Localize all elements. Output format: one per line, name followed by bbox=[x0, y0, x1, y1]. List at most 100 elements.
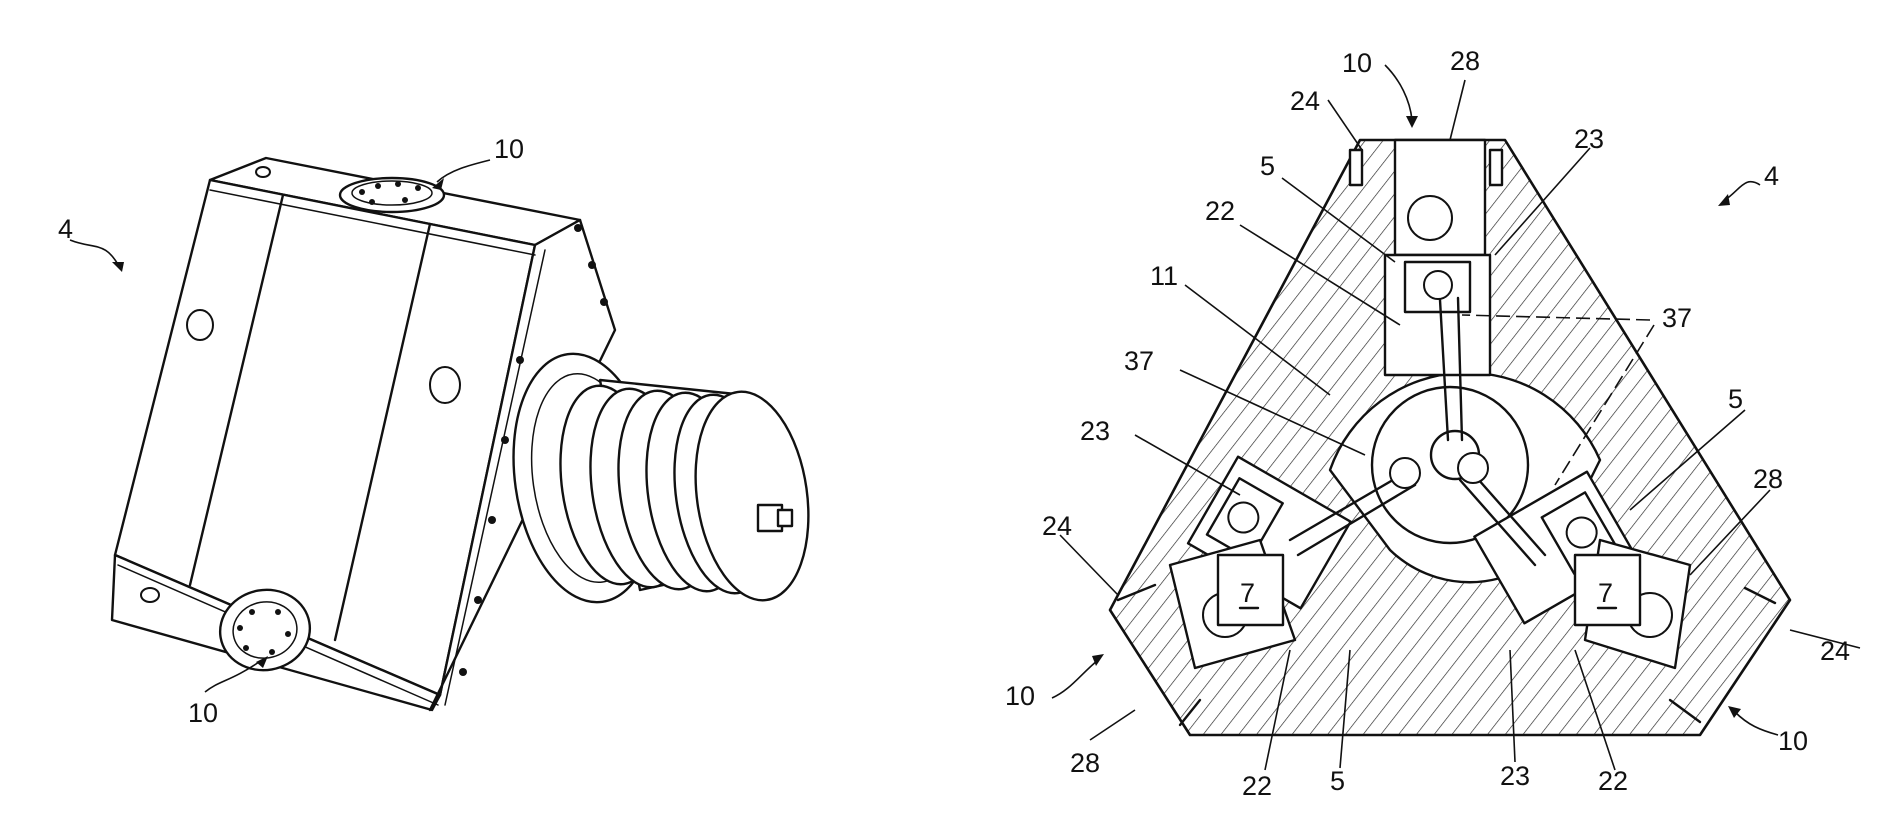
label-24-left: 24 bbox=[1042, 511, 1072, 541]
label-24-top: 24 bbox=[1290, 86, 1320, 116]
leader-24-top bbox=[1327, 99, 1363, 151]
label-28-right: 28 bbox=[1753, 464, 1783, 494]
label-28-top: 28 bbox=[1450, 46, 1480, 76]
panel-seam bbox=[333, 222, 432, 642]
bolt bbox=[600, 298, 608, 306]
bottom-right-screw bbox=[1668, 698, 1702, 724]
top-screw-left bbox=[1348, 148, 1364, 187]
left-connecting-rod bbox=[1288, 468, 1412, 542]
leader-37-right bbox=[1461, 314, 1651, 321]
label-23-top: 23 bbox=[1574, 124, 1604, 154]
label-10-bottom: 10 bbox=[188, 698, 218, 728]
label-4-right: 4 bbox=[1764, 161, 1779, 191]
label-22-bottom-right: 22 bbox=[1598, 766, 1628, 796]
label-5-top: 5 bbox=[1260, 151, 1275, 181]
label-28-left: 28 bbox=[1070, 748, 1100, 778]
label-7-left: 7 bbox=[1240, 578, 1255, 608]
leader-22-top bbox=[1239, 224, 1401, 326]
label-23-bottom: 23 bbox=[1500, 761, 1530, 791]
leader-28-left bbox=[1089, 709, 1136, 741]
motor-cylinder bbox=[512, 352, 810, 604]
cross-section-view: 7 7 4 bbox=[1005, 46, 1861, 801]
leader-10-left bbox=[1051, 659, 1099, 699]
label-23-left: 23 bbox=[1080, 416, 1110, 446]
leader-22-bottom-right bbox=[1574, 649, 1616, 771]
body-hole bbox=[429, 366, 461, 404]
leader-28-top bbox=[1449, 79, 1466, 141]
bolt bbox=[516, 356, 524, 364]
bolt bbox=[488, 516, 496, 524]
right-connecting-rod bbox=[1458, 478, 1537, 567]
bolt bbox=[459, 668, 467, 676]
leader-23-top bbox=[1494, 147, 1591, 256]
label-10-top: 10 bbox=[494, 134, 524, 164]
edge-line bbox=[209, 189, 536, 256]
edge-line bbox=[444, 249, 546, 706]
leader-5-top bbox=[1281, 177, 1396, 263]
leader-10-top bbox=[1384, 64, 1413, 121]
motor-end-cap bbox=[694, 390, 810, 602]
label-5-bottom: 5 bbox=[1330, 766, 1345, 796]
arrowhead bbox=[112, 262, 124, 272]
top-piston-pin bbox=[1423, 270, 1453, 300]
leader-37-right bbox=[1554, 324, 1655, 486]
leader-5-right bbox=[1629, 409, 1746, 511]
left-connecting-rod bbox=[1296, 483, 1417, 557]
arrowhead bbox=[1718, 194, 1730, 206]
label-22-bottom-left: 22 bbox=[1242, 771, 1272, 801]
leader-22-bottom-left bbox=[1264, 649, 1291, 771]
arrowhead bbox=[256, 656, 268, 668]
label-37-right: 37 bbox=[1662, 303, 1692, 333]
leader-24-right bbox=[1789, 629, 1861, 649]
left-rod-end bbox=[1389, 457, 1421, 489]
arrowhead bbox=[1406, 116, 1418, 128]
leader-23-bottom bbox=[1509, 649, 1516, 763]
leader-28-right bbox=[1689, 489, 1771, 576]
bolt bbox=[474, 596, 482, 604]
leader-10-top bbox=[436, 159, 491, 183]
left-corner-screw bbox=[1116, 583, 1157, 602]
right-connecting-rod bbox=[1468, 468, 1547, 557]
perspective-view: 4 10 10 bbox=[58, 134, 810, 728]
label-5-right: 5 bbox=[1728, 384, 1743, 414]
body-hole bbox=[140, 587, 160, 603]
right-corner-screw bbox=[1743, 586, 1777, 605]
leader-37-left bbox=[1179, 369, 1366, 456]
bottom-connector-flange bbox=[218, 588, 312, 672]
label-4: 4 bbox=[58, 214, 73, 244]
label-24-right: 24 bbox=[1820, 636, 1850, 666]
label-10-left: 10 bbox=[1005, 681, 1035, 711]
body-hole bbox=[186, 309, 214, 341]
top-connecting-rod bbox=[1438, 298, 1450, 442]
top-connector-flange bbox=[338, 176, 446, 214]
bottom-left-screw bbox=[1178, 698, 1202, 727]
shaft-fitting-nut bbox=[776, 508, 794, 528]
chamber-left bbox=[1216, 553, 1285, 627]
arrowhead bbox=[1092, 654, 1104, 666]
body-hole bbox=[255, 166, 271, 178]
leader-24-left bbox=[1059, 534, 1119, 596]
label-22-top: 22 bbox=[1205, 196, 1235, 226]
top-port bbox=[1407, 195, 1453, 241]
label-7-right: 7 bbox=[1598, 578, 1613, 608]
leader-10-right bbox=[1734, 711, 1779, 736]
leader-4 bbox=[69, 239, 121, 269]
arrowhead bbox=[1728, 706, 1741, 718]
top-connecting-rod bbox=[1456, 296, 1464, 442]
label-10-right: 10 bbox=[1778, 726, 1808, 756]
top-screw-right bbox=[1488, 148, 1504, 187]
arrowhead bbox=[432, 178, 444, 190]
label-37-left: 37 bbox=[1124, 346, 1154, 376]
leader-4 bbox=[1724, 180, 1761, 201]
label-10-top: 10 bbox=[1342, 48, 1372, 78]
label-11: 11 bbox=[1150, 261, 1178, 291]
leader-23-left bbox=[1134, 434, 1241, 496]
leader-5-bottom bbox=[1339, 649, 1351, 769]
leader-10-bottom bbox=[204, 659, 263, 693]
chamber-right bbox=[1573, 553, 1642, 627]
bolt bbox=[588, 261, 596, 269]
panel-seam bbox=[188, 193, 285, 587]
right-rod-end bbox=[1457, 452, 1489, 484]
